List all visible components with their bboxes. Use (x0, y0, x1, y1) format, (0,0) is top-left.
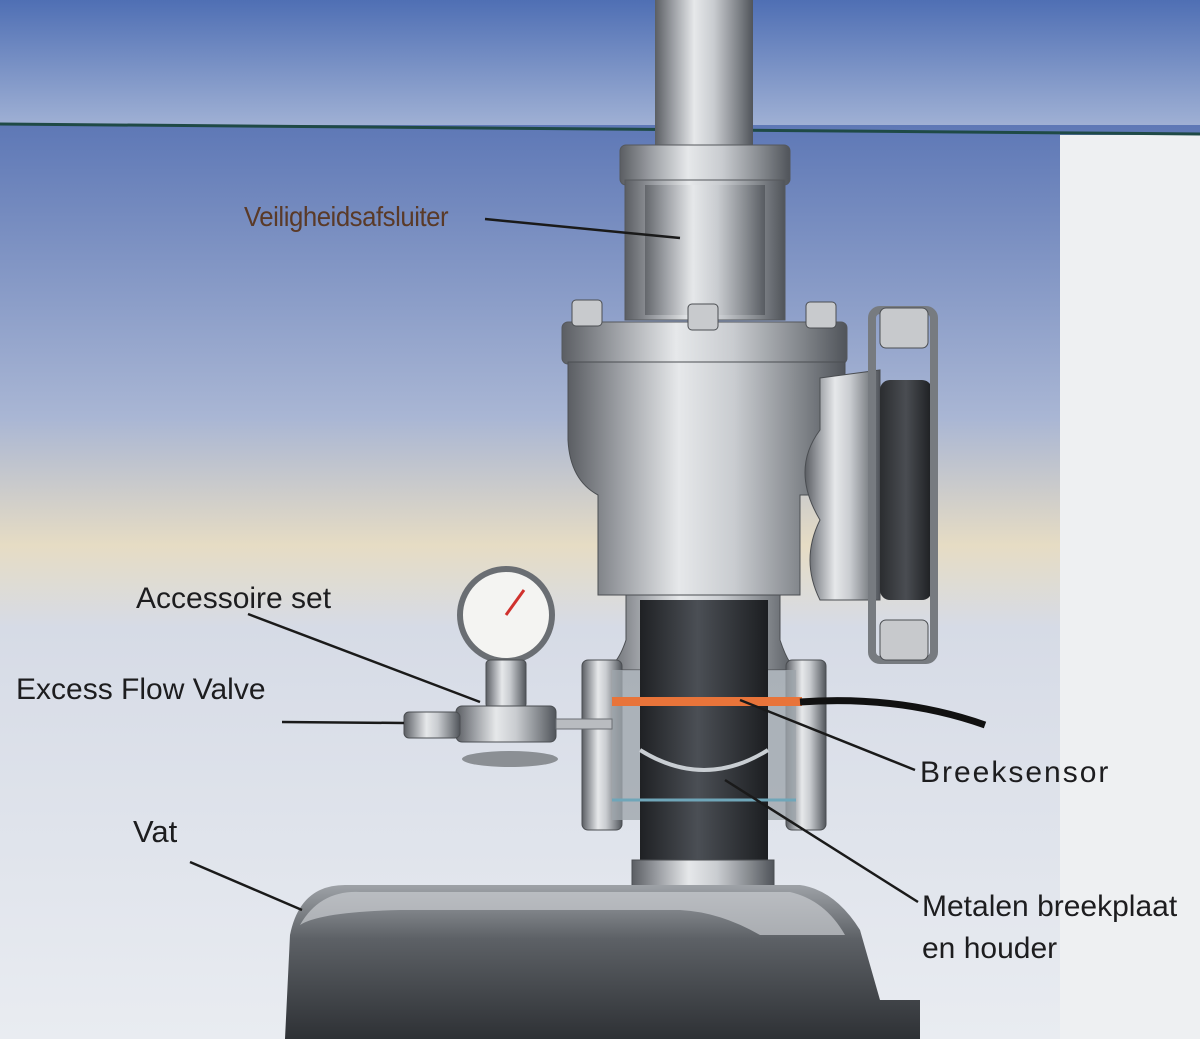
valve-bonnet-inner (645, 185, 765, 315)
valve-body (567, 361, 846, 596)
separator-line (0, 122, 1200, 136)
label-excess-flow-valve: Excess Flow Valve (16, 673, 266, 706)
outlet-opening (880, 380, 932, 600)
flange-bolts (571, 299, 837, 331)
label-vessel: Vat (133, 814, 178, 849)
tee-fitting (455, 705, 557, 743)
background-right-panel (1060, 135, 1200, 1039)
connection-tube (555, 718, 613, 730)
excess-flow-valve-body (403, 711, 461, 739)
gauge-stem (485, 659, 527, 709)
gauge-needle (504, 589, 526, 616)
break-sensor-band (612, 697, 802, 706)
valve-spindle (655, 0, 753, 150)
label-rupture-disc-line1: Metalen breekplaat (922, 890, 1178, 923)
label-rupture-disc-line2: en houder (922, 932, 1058, 965)
outlet-flange-tab-bottom (879, 619, 929, 661)
background-top-band (0, 0, 1200, 125)
label-break-sensor: Breeksensor (920, 756, 1111, 789)
valve-outlet (804, 369, 881, 601)
valve-bonnet-cap (619, 144, 791, 186)
vessel-highlight (300, 891, 845, 935)
outlet-flange-tab-top (879, 307, 929, 349)
label-accessory-set: Accessoire set (136, 582, 332, 615)
rupture-disc (638, 748, 770, 772)
label-safety-valve: Veiligheidsafsluiter (244, 201, 449, 232)
sensor-cable (799, 697, 987, 729)
leader-lines (189, 217, 919, 912)
valve-base-plate (462, 751, 558, 767)
